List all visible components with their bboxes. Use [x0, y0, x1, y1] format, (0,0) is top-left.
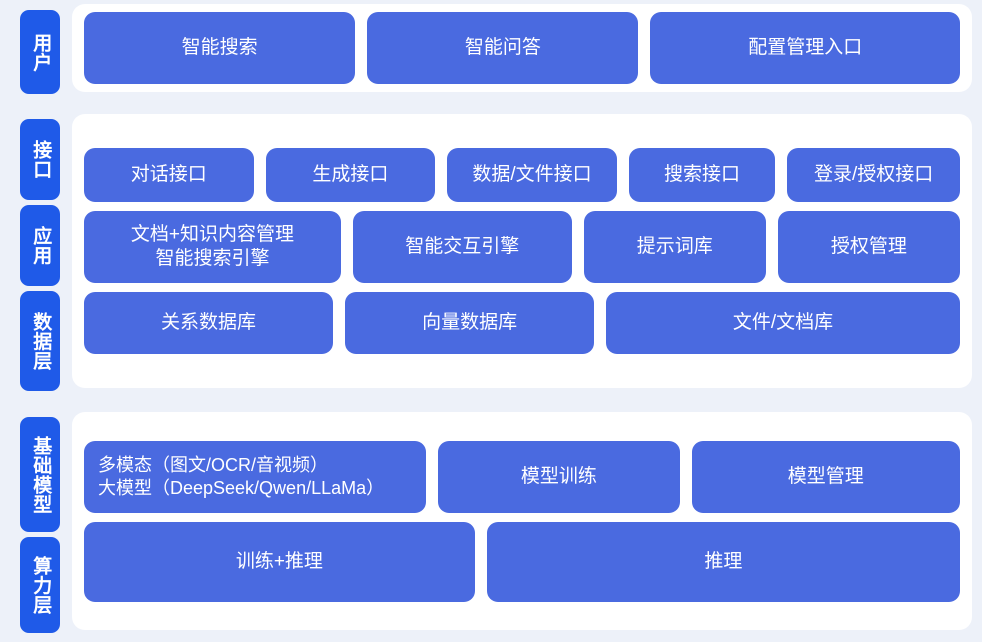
layer-tab-group-infrastructure: 基础模型 算力层: [0, 412, 72, 638]
layer-tab-data[interactable]: 数据层: [20, 290, 60, 391]
layer-tab-group-platform: 接口 应用 数据层: [0, 114, 72, 396]
section-user: 用户 智能搜索 智能问答 配置管理入口: [0, 4, 982, 100]
row-interface: 对话接口 生成接口 数据/文件接口 搜索接口 登录/授权接口: [84, 148, 960, 202]
node-vector-database[interactable]: 向量数据库: [345, 292, 595, 354]
node-relational-database[interactable]: 关系数据库: [84, 292, 334, 354]
section-infrastructure: 基础模型 算力层 多模态（图文/OCR/音视频） 大模型（DeepSeek/Qw…: [0, 412, 982, 638]
row-data: 关系数据库 向量数据库 文件/文档库: [84, 292, 960, 354]
node-data-file-api[interactable]: 数据/文件接口: [447, 148, 617, 202]
node-generation-api[interactable]: 生成接口: [265, 148, 436, 202]
panel-platform: 对话接口 生成接口 数据/文件接口 搜索接口 登录/授权接口 文档+知识内容管理…: [72, 114, 972, 388]
layer-tab-group-user: 用户: [0, 4, 72, 100]
node-intelligent-qa[interactable]: 智能问答: [367, 12, 639, 84]
node-multimodal-large-model[interactable]: 多模态（图文/OCR/音视频） 大模型（DeepSeek/Qwen/LLaMa）: [84, 440, 427, 513]
panel-infrastructure: 多模态（图文/OCR/音视频） 大模型（DeepSeek/Qwen/LLaMa）…: [72, 412, 972, 630]
node-config-management-entry[interactable]: 配置管理入口: [650, 12, 960, 84]
node-file-document-store[interactable]: 文件/文档库: [606, 292, 960, 354]
node-training-and-inference[interactable]: 训练+推理: [84, 521, 475, 602]
row-user-entries: 智能搜索 智能问答 配置管理入口: [84, 12, 960, 84]
row-application: 文档+知识内容管理 智能搜索引擎 智能交互引擎 提示词库 授权管理: [84, 211, 960, 283]
node-inference[interactable]: 推理: [486, 521, 960, 602]
node-login-auth-api[interactable]: 登录/授权接口: [787, 148, 960, 202]
node-interaction-engine[interactable]: 智能交互引擎: [352, 211, 572, 283]
layer-tab-application[interactable]: 应用: [20, 204, 60, 286]
node-model-training[interactable]: 模型训练: [438, 440, 680, 513]
layer-tab-interface[interactable]: 接口: [20, 119, 60, 200]
section-platform: 接口 应用 数据层 对话接口 生成接口 数据/文件接口 搜索接口 登录/授权接口…: [0, 114, 982, 396]
layer-tab-compute[interactable]: 算力层: [20, 537, 60, 633]
node-intelligent-search[interactable]: 智能搜索: [84, 12, 356, 84]
layer-tab-user[interactable]: 用户: [20, 10, 60, 94]
row-compute: 训练+推理 推理: [84, 521, 960, 602]
node-prompt-library[interactable]: 提示词库: [583, 211, 766, 283]
node-search-api[interactable]: 搜索接口: [628, 148, 776, 202]
row-model: 多模态（图文/OCR/音视频） 大模型（DeepSeek/Qwen/LLaMa）…: [84, 440, 960, 513]
node-dialog-api[interactable]: 对话接口: [84, 148, 254, 202]
layer-tab-foundation-model[interactable]: 基础模型: [20, 417, 60, 533]
panel-user: 智能搜索 智能问答 配置管理入口: [72, 4, 972, 92]
node-authorization-management[interactable]: 授权管理: [777, 211, 960, 283]
node-document-knowledge-management[interactable]: 文档+知识内容管理 智能搜索引擎: [84, 211, 341, 283]
node-model-management[interactable]: 模型管理: [691, 440, 960, 513]
